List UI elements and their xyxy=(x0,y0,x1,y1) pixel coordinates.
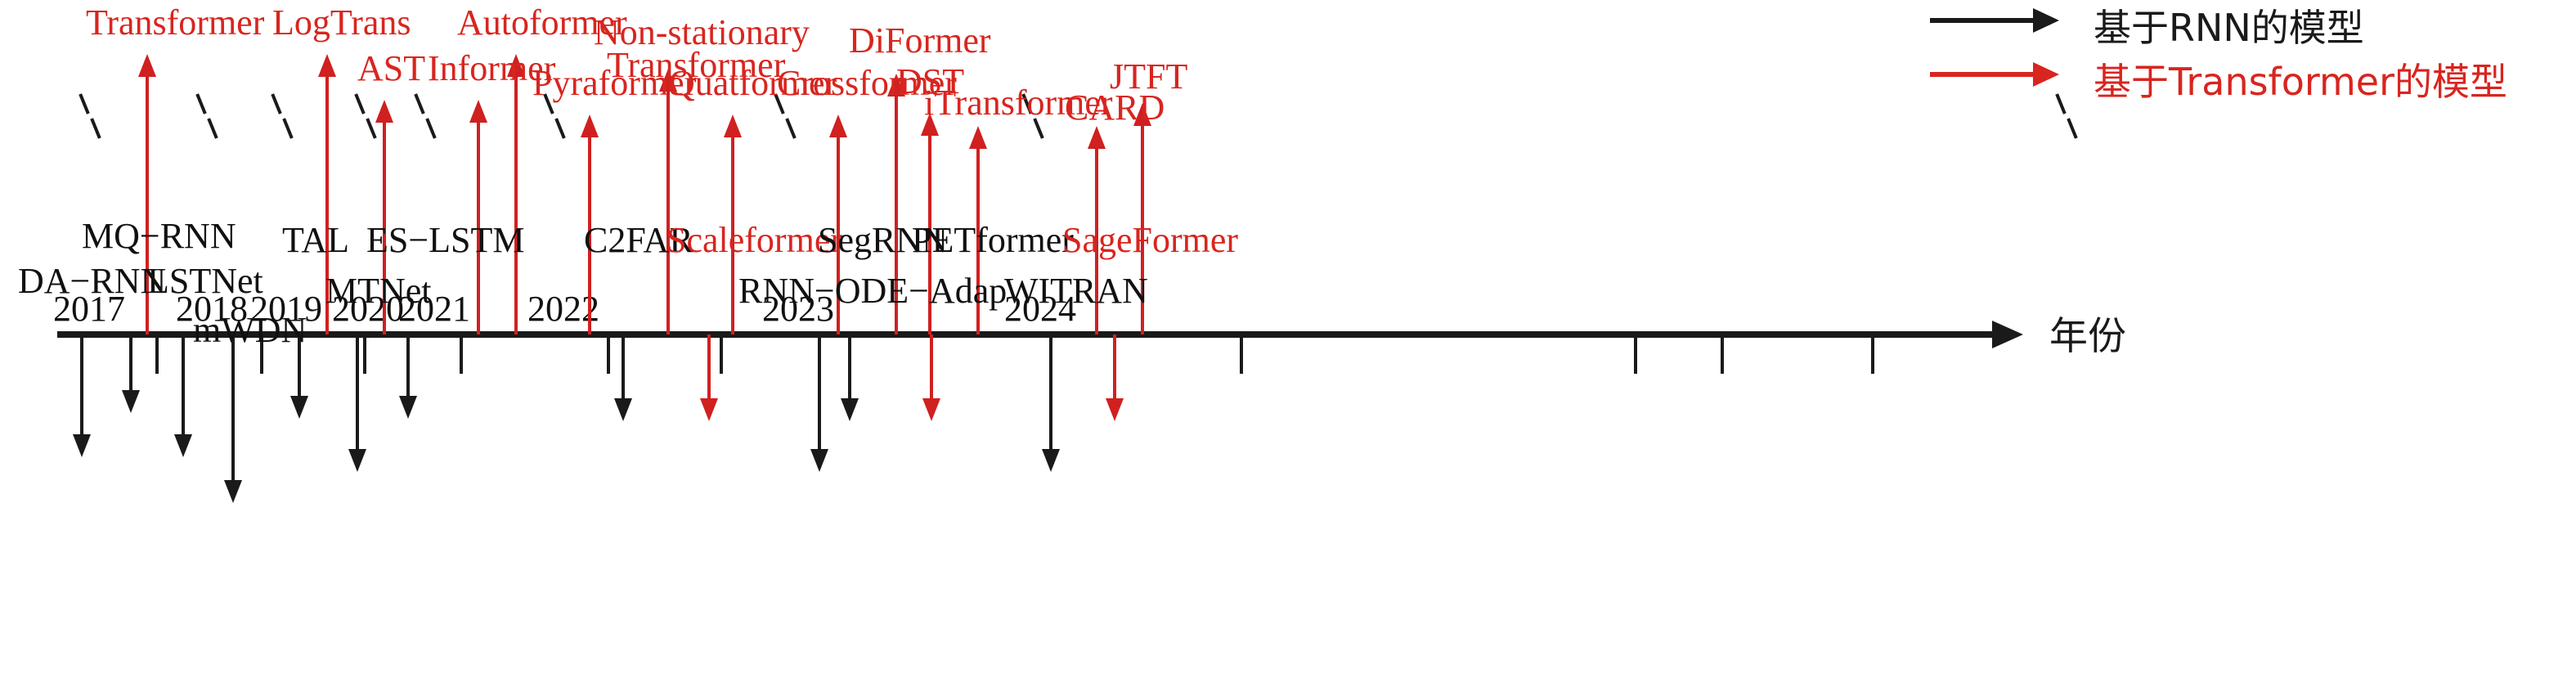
model-label-pyraformer: Pyraformer xyxy=(532,63,697,103)
model-label-mq-rnn: MQ−RNN xyxy=(82,216,236,256)
model-label-rnn-ode-adap: RNN−ODE−Adap xyxy=(738,271,1008,311)
axis-break-slash xyxy=(270,92,307,147)
model-label-sageformer: SageFormer xyxy=(1062,220,1239,260)
year-label-2021: 2021 xyxy=(398,289,470,329)
model-label-tal: TAL xyxy=(282,220,350,260)
tick-mark xyxy=(1871,335,1874,374)
legend-arrowhead-icon-transformer xyxy=(2033,62,2059,87)
model-label-non-stationary-line1: Non-stationary xyxy=(594,12,810,52)
legend-arrow-line-rnn xyxy=(1930,18,2036,23)
year-label-2017: 2017 xyxy=(53,289,125,329)
model-label-autoformer: Autoformer xyxy=(457,2,627,43)
legend-label-transformer: 基于Transformer的模型 xyxy=(2094,60,2508,104)
model-label-informer: Informer xyxy=(428,48,556,88)
model-label-quatformer: Quatformer xyxy=(669,63,837,103)
axis-arrowhead-icon xyxy=(1992,321,2023,348)
model-label-logtrans: LogTrans xyxy=(272,2,411,43)
axis-label-year: 年份 xyxy=(2049,314,2126,359)
timeline-axis xyxy=(57,331,1997,338)
model-label-ast: AST xyxy=(357,48,426,88)
model-label-crossformer: Crossformer xyxy=(777,63,957,103)
model-label-card: CARD xyxy=(1065,88,1165,128)
model-label-lstnet: LSTNet xyxy=(147,261,263,301)
model-label-c2far: C2FAR xyxy=(584,220,693,260)
year-label-2019: 2019 xyxy=(250,289,322,329)
tick-mark xyxy=(155,335,159,374)
model-label-petformer: PETformer xyxy=(912,220,1074,260)
tick-mark xyxy=(1634,335,1637,374)
model-label-es-lstm: ES−LSTM xyxy=(366,220,525,260)
year-label-2024: 2024 xyxy=(1004,289,1076,329)
axis-break-slash xyxy=(195,92,232,147)
tick-mark xyxy=(260,335,263,374)
model-label-mtnet: MTNet xyxy=(325,271,432,311)
axis-break-slash xyxy=(2054,92,2092,147)
tick-mark xyxy=(607,335,610,374)
tick-mark xyxy=(363,335,366,374)
model-label-transformer: Transformer xyxy=(86,2,265,43)
axis-break-slash xyxy=(413,92,451,147)
legend-label-rnn: 基于RNN的模型 xyxy=(2094,6,2364,50)
model-label-da-rnn: DA−RNN xyxy=(18,261,167,301)
tick-mark xyxy=(460,335,463,374)
tick-mark xyxy=(1721,335,1724,374)
year-label-2018: 2018 xyxy=(176,289,248,329)
model-label-non-stationary-line2: Transformer xyxy=(607,45,786,85)
legend-arrow-line-transformer xyxy=(1930,72,2036,77)
model-label-itransformer: iTransformer xyxy=(924,83,1113,123)
model-label-scaleformer: Scaleformer xyxy=(666,220,842,260)
model-label-witran: WITRAN xyxy=(1004,271,1148,311)
model-label-mwdn: mWDN xyxy=(193,310,307,350)
year-label-2020: 2020 xyxy=(332,289,404,329)
model-label-dst: DST xyxy=(896,61,965,101)
year-label-2022: 2022 xyxy=(527,289,599,329)
model-label-jtft: JTFT xyxy=(1110,56,1188,97)
model-label-diformer: DiFormer xyxy=(849,20,991,61)
axis-break-slash xyxy=(78,92,115,147)
year-label-2023: 2023 xyxy=(762,289,834,329)
tick-mark xyxy=(720,335,723,374)
legend-arrowhead-icon-rnn xyxy=(2033,8,2059,33)
model-label-segrnn: SegRNN xyxy=(818,220,948,260)
tick-mark xyxy=(1240,335,1243,374)
